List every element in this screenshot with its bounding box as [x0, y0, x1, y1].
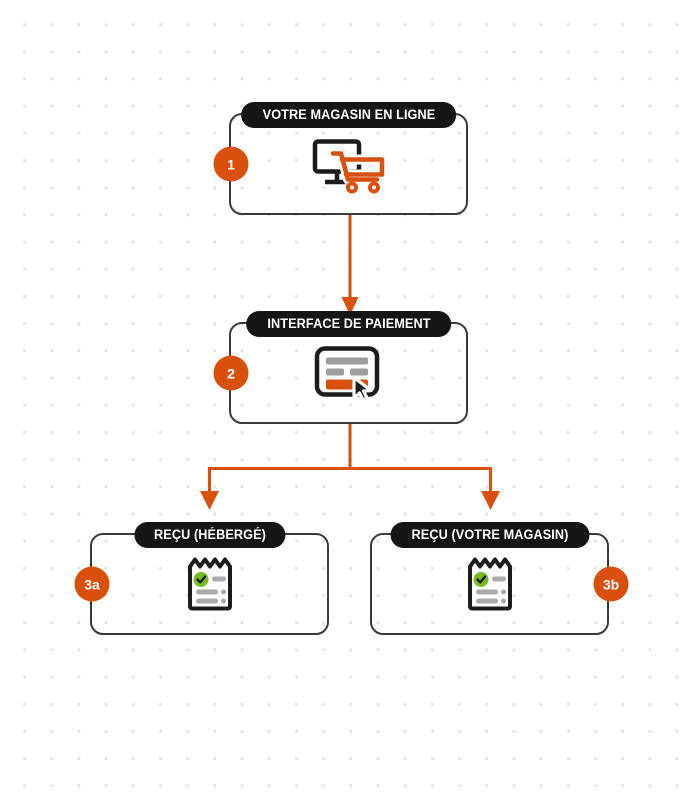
node-receipt-merchant-title: REÇU (VOTRE MAGASIN): [390, 522, 589, 548]
node-store[interactable]: VOTRE MAGASIN EN LIGNE 1: [213, 102, 468, 215]
node-receipt-merchant-step-badge: 3b: [593, 566, 629, 602]
receipt-check-icon: [185, 555, 235, 618]
node-receipt-merchant-step-label: 3b: [602, 576, 620, 592]
node-store-step-label: 1: [227, 156, 235, 172]
node-receipt-hosted[interactable]: REÇU (HÉBERGÉ) 3a: [74, 522, 329, 635]
node-store-step-badge: 1: [213, 146, 249, 182]
connector-payment-to-receipts: [200, 422, 500, 510]
node-payment-step-label: 2: [227, 365, 235, 381]
node-payment-title: INTERFACE DE PAIEMENT: [245, 311, 452, 337]
monitor-cart-icon: [311, 138, 387, 199]
node-store-title: VOTRE MAGASIN EN LIGNE: [240, 102, 457, 128]
node-payment-step-badge: 2: [213, 355, 249, 391]
receipt-check-icon: [465, 555, 515, 618]
node-receipt-hosted-step-badge: 3a: [74, 566, 110, 602]
node-receipt-hosted-title: REÇU (HÉBERGÉ): [133, 522, 286, 548]
node-payment[interactable]: INTERFACE DE PAIEMENT 2: [213, 311, 468, 424]
node-receipt-hosted-step-label: 3a: [84, 576, 100, 592]
node-receipt-merchant[interactable]: REÇU (VOTRE MAGASIN) 3b: [370, 522, 629, 635]
payment-form-cursor-icon: [313, 345, 385, 406]
connector-store-to-payment: [341, 214, 359, 315]
